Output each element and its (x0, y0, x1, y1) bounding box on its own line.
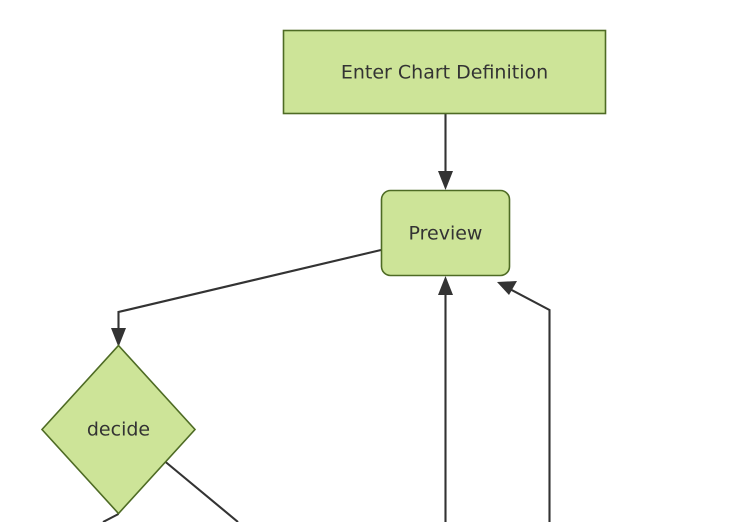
arrowhead-icon (438, 276, 453, 295)
edge-enter-to-preview (438, 114, 453, 190)
edge-line (161, 458, 239, 522)
edge-line (102, 513, 119, 522)
edge-decide-branch-right (161, 458, 239, 522)
node-rectangle[interactable] (282, 29, 607, 115)
node-rounded-rectangle[interactable] (380, 189, 511, 277)
arrowhead-icon (111, 328, 126, 347)
edge-center-to-preview (438, 276, 453, 522)
node-enter-chart-definition[interactable]: Enter Chart Definition (282, 29, 607, 115)
edge-line (117, 248, 382, 334)
node-preview[interactable]: Preview (380, 189, 511, 277)
edge-line (507, 287, 551, 522)
node-decide[interactable]: decide (40, 344, 197, 515)
edge-preview-to-decide (111, 248, 382, 347)
node-diamond[interactable] (40, 344, 197, 515)
edge-decide-branch-left (102, 513, 119, 522)
edge-right-to-preview (497, 281, 551, 522)
arrowhead-icon (497, 281, 517, 295)
arrowhead-icon (438, 171, 453, 190)
